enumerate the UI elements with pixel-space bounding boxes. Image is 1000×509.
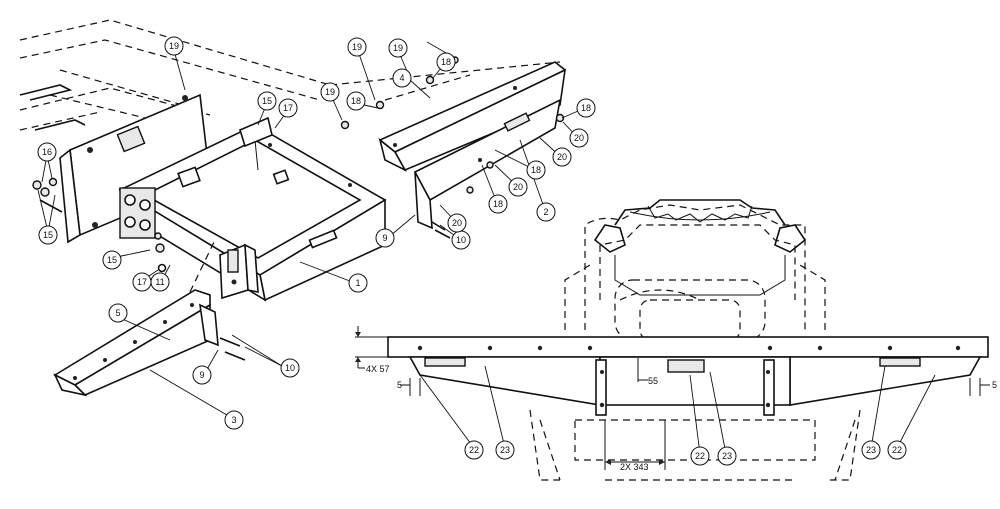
callout-18c: 18 (576, 98, 596, 118)
callout-22c: 22 (887, 440, 907, 460)
vehicle-outline (529, 204, 861, 481)
svg-text:18: 18 (581, 103, 591, 113)
callout-10a: 10 (451, 230, 471, 250)
callout-15c: 15 (257, 91, 277, 111)
callout-23a: 23 (495, 440, 515, 460)
svg-text:23: 23 (500, 445, 510, 455)
callout-3: 3 (224, 410, 244, 430)
grille (593, 199, 807, 296)
callout-20b: 20 (552, 147, 572, 167)
left-support-arm (53, 239, 246, 397)
svg-text:17: 17 (283, 103, 293, 113)
callout-22b: 22 (690, 446, 710, 466)
callout-4: 4 (392, 68, 412, 88)
svg-text:16: 16 (42, 147, 52, 157)
callout-20a: 20 (569, 128, 589, 148)
dimension-lines: 4X 57 5 5 55 2X 343 (355, 326, 997, 472)
callout-9a: 9 (375, 228, 395, 248)
svg-text:23: 23 (866, 445, 876, 455)
callout-18b: 18 (436, 52, 456, 72)
svg-text:3: 3 (231, 415, 236, 425)
svg-text:15: 15 (107, 255, 117, 265)
front-view: 4X 57 5 5 55 2X 343 (355, 199, 997, 481)
svg-text:18: 18 (351, 96, 361, 106)
svg-text:18: 18 (493, 199, 503, 209)
svg-text:18: 18 (441, 57, 451, 67)
right-support-arm (329, 61, 567, 230)
callout-19a: 19 (164, 36, 184, 56)
callout-23b: 23 (717, 446, 737, 466)
svg-text:15: 15 (43, 230, 53, 240)
callout-2: 2 (536, 202, 556, 222)
svg-text:20: 20 (574, 133, 584, 143)
svg-text:9: 9 (382, 233, 387, 243)
svg-text:2: 2 (543, 207, 548, 217)
callout-19c: 19 (388, 38, 408, 58)
svg-text:17: 17 (137, 277, 147, 287)
hardware-left (32, 177, 167, 273)
callout-18a: 18 (346, 91, 366, 111)
callout-15b: 15 (102, 250, 122, 270)
left-offset-label: 5 (397, 380, 402, 390)
callout-17b: 17 (278, 98, 298, 118)
callout-19d: 19 (320, 82, 340, 102)
svg-text:22: 22 (469, 445, 479, 455)
svg-text:1: 1 (355, 278, 360, 288)
svg-text:9: 9 (199, 370, 204, 380)
svg-text:23: 23 (722, 451, 732, 461)
callout-19b: 19 (347, 37, 367, 57)
svg-text:10: 10 (285, 363, 295, 373)
svg-text:20: 20 (513, 182, 523, 192)
svg-text:22: 22 (892, 445, 902, 455)
front-bumper (387, 336, 989, 416)
svg-text:15: 15 (262, 96, 272, 106)
bumper-box (118, 116, 387, 302)
svg-text:20: 20 (557, 152, 567, 162)
hitch-bracket (219, 243, 259, 300)
callout-18e: 18 (526, 160, 546, 180)
svg-text:19: 19 (393, 43, 403, 53)
svg-text:19: 19 (352, 42, 362, 52)
callout-5: 5 (108, 303, 128, 323)
callout-11: 11 (150, 272, 170, 292)
callout-10b: 10 (280, 358, 300, 378)
callout-20d: 20 (447, 213, 467, 233)
svg-text:19: 19 (169, 41, 179, 51)
callout-16: 16 (37, 142, 57, 162)
svg-text:4: 4 (399, 73, 404, 83)
svg-text:5: 5 (115, 308, 120, 318)
callout-22a: 22 (464, 440, 484, 460)
svg-text:18: 18 (531, 165, 541, 175)
svg-text:19: 19 (325, 87, 335, 97)
center-offset-label: 55 (648, 376, 658, 386)
callout-1: 1 (348, 273, 368, 293)
callout-23c: 23 (861, 440, 881, 460)
callout-15a: 15 (38, 225, 58, 245)
callout-20c: 20 (508, 177, 528, 197)
callout-17a: 17 (132, 272, 152, 292)
rear-mount-plate (59, 93, 211, 244)
callout-9b: 9 (192, 365, 212, 385)
right-offset-label: 5 (992, 380, 997, 390)
svg-text:20: 20 (452, 218, 462, 228)
height-dimension-label: 4X 57 (366, 364, 390, 374)
svg-text:11: 11 (155, 277, 164, 287)
svg-text:10: 10 (456, 235, 466, 245)
span-dimension-label: 2X 343 (620, 462, 649, 472)
callout-18d: 18 (488, 194, 508, 214)
svg-text:22: 22 (695, 451, 705, 461)
